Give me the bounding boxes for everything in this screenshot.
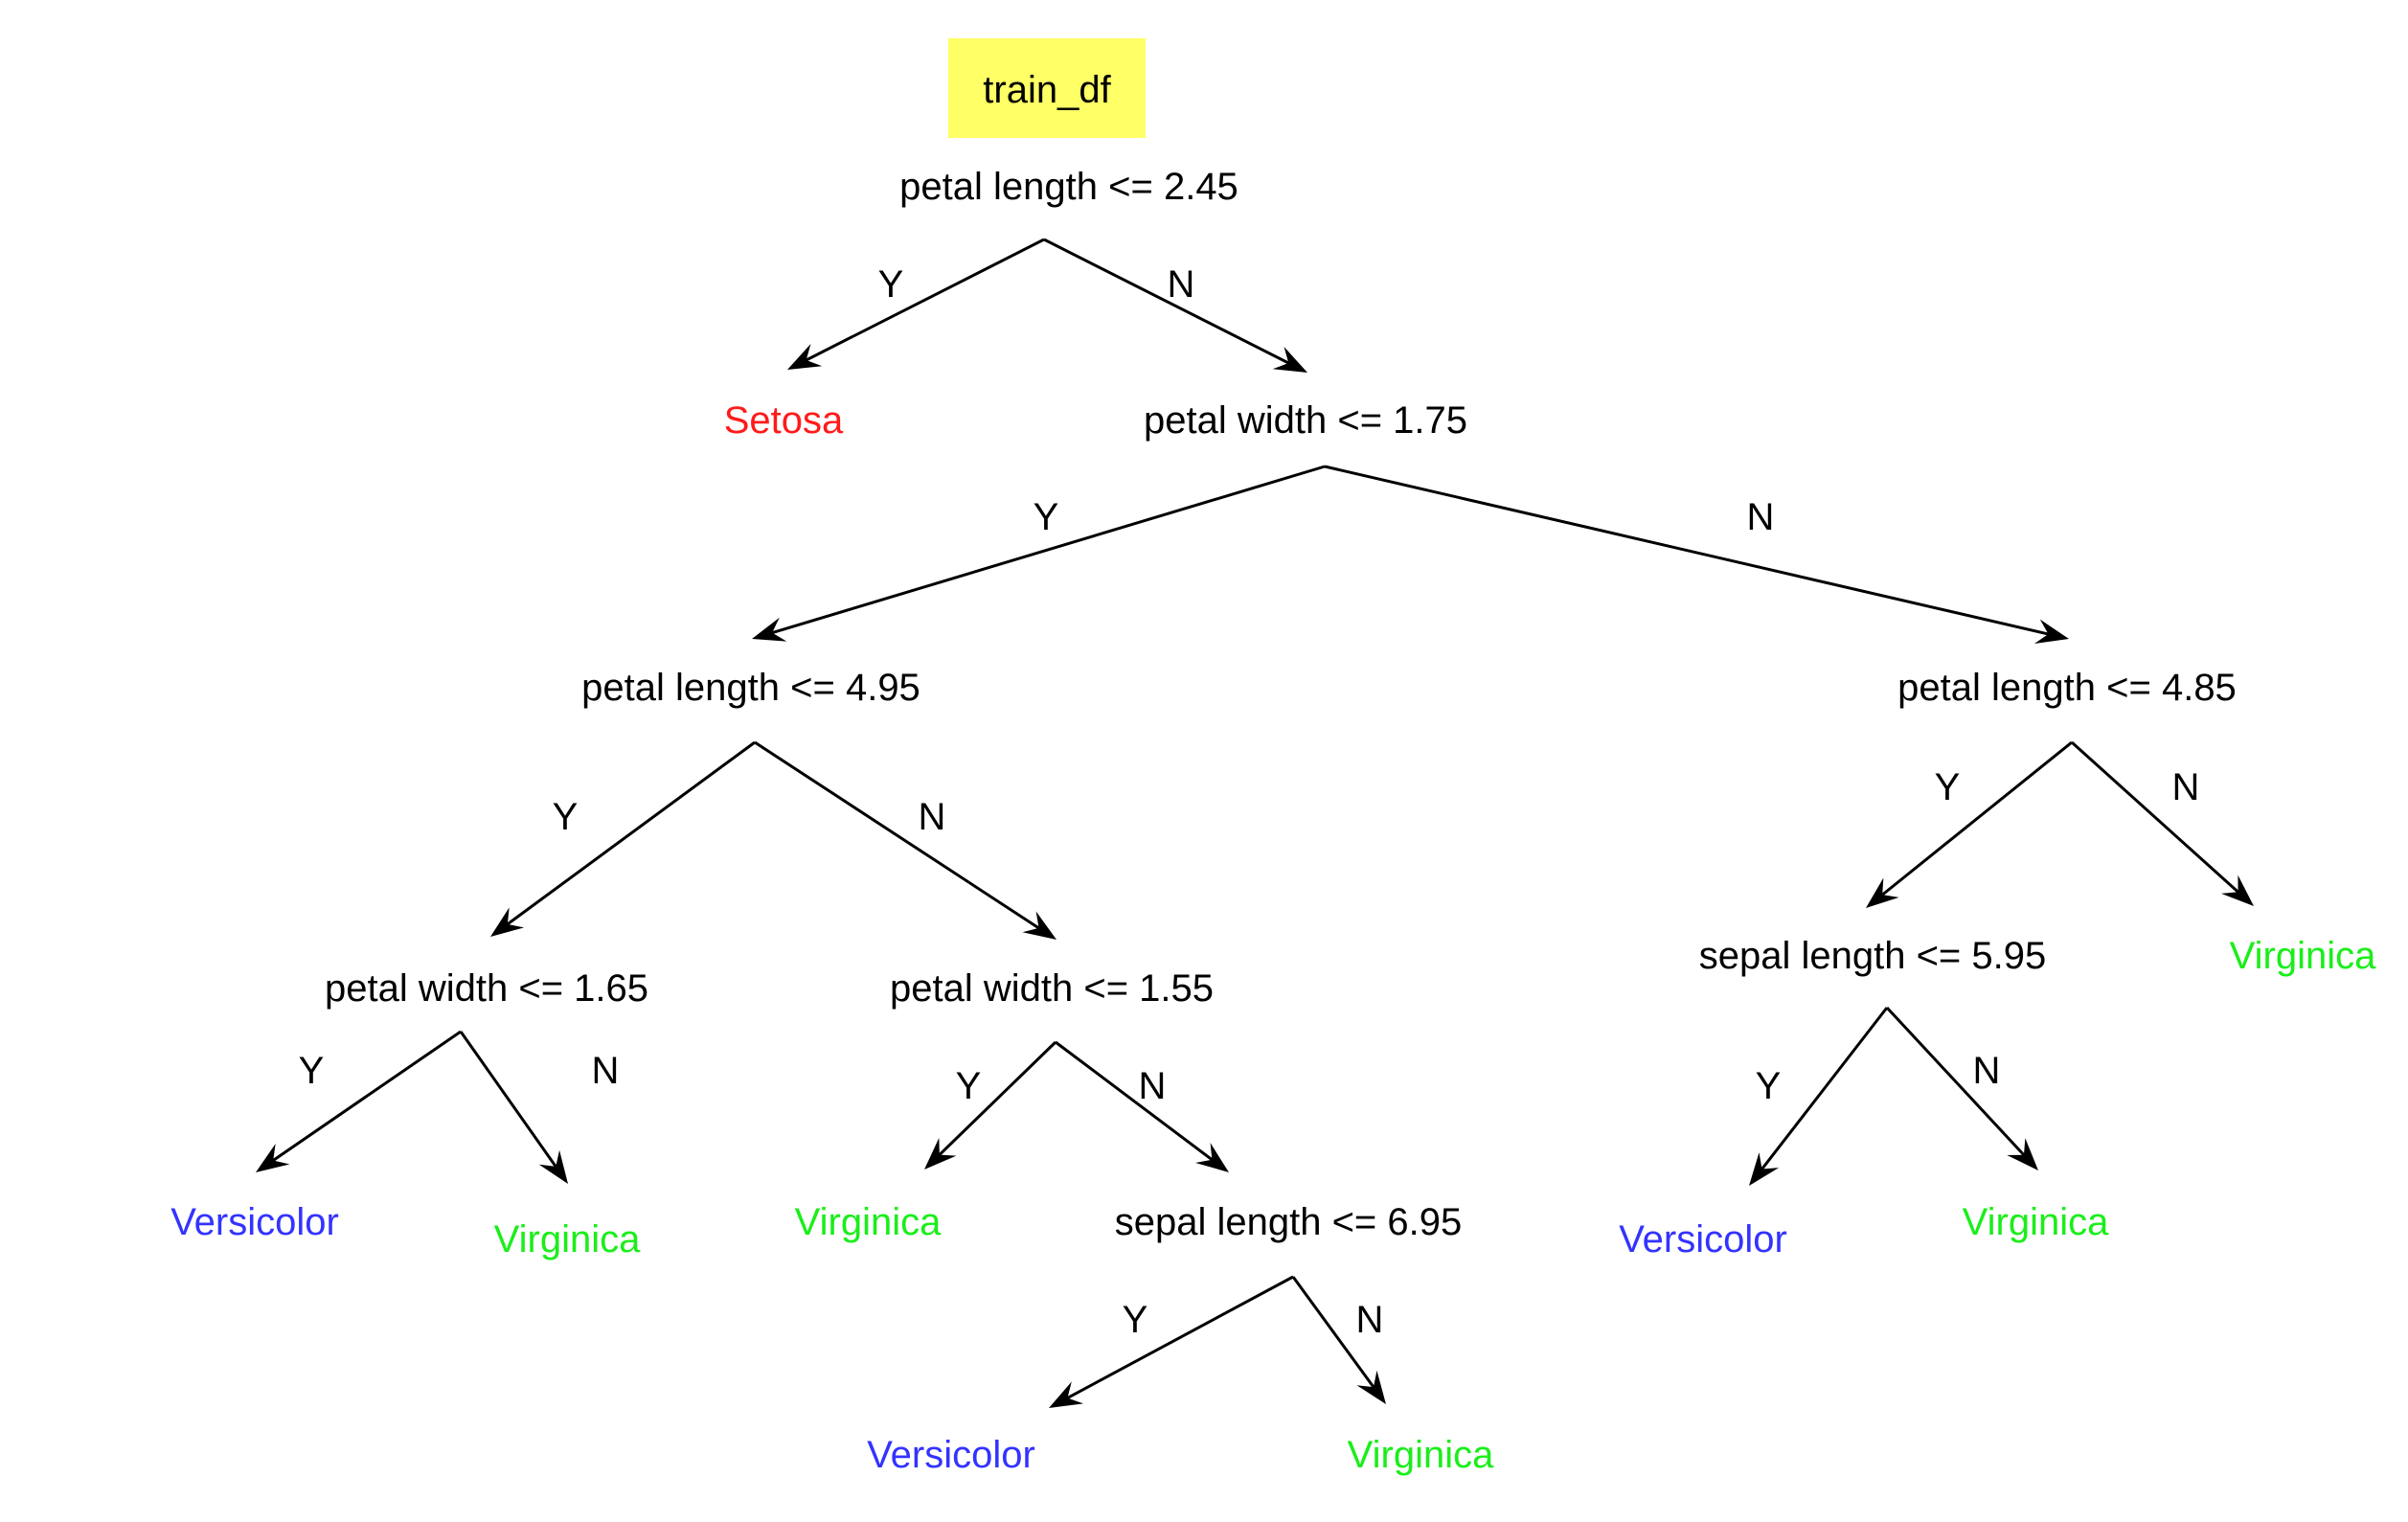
edge-line [1055,1040,1224,1170]
root-label: train_df [983,69,1111,111]
leaf-virginica: Virginica [2230,935,2376,977]
edge-line [1885,1006,2034,1167]
arrowhead [787,344,823,370]
edge-label-no: N [919,796,946,838]
split-node: petal width <= 1.75 [1144,399,1467,442]
edge-n4-n6: Y [490,740,756,937]
edge-line [1043,238,1302,371]
edge-label-yes: Y [956,1065,982,1107]
split-node: petal length <= 4.95 [581,667,920,709]
arrowhead [2033,619,2069,644]
arrowhead [2221,875,2254,906]
arrowhead [490,907,525,937]
edge-n5-n9: N [2070,740,2254,906]
edge-n3-n4: Y [752,465,1326,642]
nodes: petal length <= 2.45 Setosa petal width … [170,166,2376,1476]
edge-line [759,465,1326,639]
split-node: petal length <= 4.85 [1897,667,2237,709]
edge-line [495,740,756,934]
edge-label-no: N [1747,496,1775,538]
edge-line [1055,1275,1294,1406]
edge-label-yes: Y [1034,496,1059,538]
arrowhead [752,617,787,642]
leaf-virginica: Virginica [1348,1434,1494,1476]
arrowhead [1049,1381,1084,1408]
edge-n3-n5: N [1324,465,2069,644]
root-highlight [948,38,1146,138]
edge-line [459,1031,565,1179]
arrowhead [1356,1370,1386,1404]
edge-label-no: N [1356,1299,1384,1341]
edge-label-yes: Y [1123,1299,1148,1341]
edge-label-no: N [1168,263,1195,306]
edge-n8-n15: N [1885,1006,2038,1170]
edge-label-no: N [2172,766,2200,808]
edge-n7-n12: Y [924,1040,1057,1170]
leaf-versicolor: Versicolor [170,1201,339,1243]
split-node: sepal length <= 5.95 [1699,935,2047,977]
edge-label-yes: Y [553,796,579,838]
arrowhead [2007,1138,2038,1170]
leaf-versicolor: Versicolor [1619,1218,1787,1261]
edge-n5-n8: Y [1866,740,2073,908]
edge-line [1752,1007,1889,1181]
arrowhead [1022,911,1056,940]
edge-line [1291,1276,1383,1399]
leaf-virginica: Virginica [795,1201,942,1243]
edge-n6-n10: Y [256,1030,462,1172]
arrowhead [1866,877,1899,908]
leaf-virginica: Virginica [1963,1201,2109,1243]
edge-n4-n7: N [754,740,1056,940]
edge-label-no: N [1973,1050,2001,1092]
edge-label-yes: Y [299,1050,325,1092]
split-node: petal width <= 1.55 [890,967,1214,1010]
edge-line [2070,740,2250,902]
arrowhead [1749,1152,1780,1186]
edge-line [261,1030,462,1170]
split-node: petal length <= 2.45 [899,166,1238,208]
edge-n1-n3: N [1043,238,1307,373]
edge-label-yes: Y [878,263,904,306]
split-node: petal width <= 1.65 [325,967,648,1010]
arrowhead [1272,347,1307,373]
root-node: train_df [948,38,1146,138]
edge-n13-n17: N [1291,1276,1386,1404]
edge-label-yes: Y [1756,1065,1782,1107]
leaf-virginica: Virginica [494,1218,641,1261]
edge-n7-n13: N [1055,1040,1229,1172]
edge-n1-n2: Y [787,238,1045,370]
edge-line [1324,465,2062,639]
edge-line [754,740,1052,937]
arrowhead [1195,1143,1229,1172]
edge-line [793,238,1045,368]
edge-line [928,1040,1057,1166]
leaf-setosa: Setosa [724,399,844,442]
edge-label-no: N [1139,1065,1167,1107]
edge-n8-n14: Y [1749,1007,1889,1186]
edge-label-no: N [592,1050,620,1092]
edge-n6-n11: N [459,1031,620,1184]
leaf-versicolor: Versicolor [867,1434,1035,1476]
arrowhead [256,1144,290,1172]
edge-line [1871,740,2073,905]
edges: Y N Y N Y N Y [256,238,2254,1408]
edge-n13-n16: Y [1049,1275,1294,1408]
arrowhead [538,1149,568,1184]
split-node: sepal length <= 6.95 [1115,1201,1463,1243]
arrowhead [924,1137,957,1170]
edge-label-yes: Y [1935,766,1961,808]
